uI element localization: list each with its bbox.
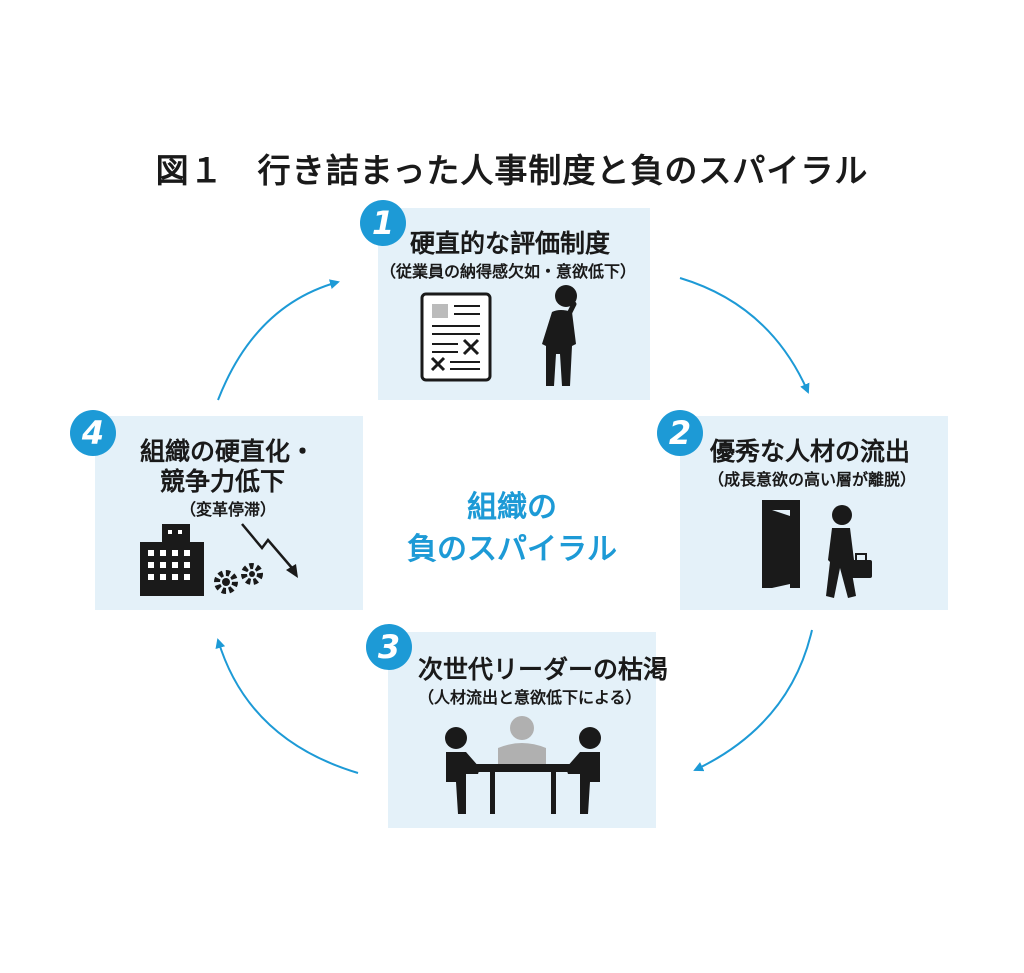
person-leaving-icon: [826, 505, 872, 598]
step-2-box: [680, 416, 948, 610]
arrow-3-to-4: [215, 638, 359, 774]
step-1-heading: 硬直的な評価制度: [410, 229, 611, 258]
step-2-number-badge: 2: [657, 410, 703, 456]
building-icon: [140, 524, 204, 596]
meeting-no-leader-icon: [445, 716, 601, 814]
step-4-subtext: （変革停滞）: [180, 500, 277, 519]
step-1-subtext: （従業員の納得感欠如・意欲低下）: [380, 262, 637, 281]
arrow-2-to-3: [693, 629, 813, 772]
arrow-4-to-1: [217, 279, 340, 401]
step-2-subtext: （成長意欲の高い層が離脱）: [708, 470, 917, 489]
step-4-number-badge: 4: [70, 410, 116, 456]
dejected-person-icon: [542, 285, 577, 386]
gears-icon: [214, 563, 263, 594]
center-label-line-1: 組織の: [467, 490, 557, 525]
step-3-subtext: （人材流出と意欲低下による）: [418, 688, 642, 707]
step-4-box: [95, 416, 363, 610]
declining-trend-arrow-icon: [241, 523, 298, 578]
step-4-heading-line-2: 競争力低下: [160, 467, 286, 496]
center-label-line-2: 負のスパイラル: [407, 532, 617, 567]
step-3-number-badge: 3: [366, 624, 412, 670]
door-exit-icon: [762, 500, 800, 588]
diagram-title: 図１ 行き詰まった人事制度と負のスパイラル: [155, 151, 869, 190]
step-1-number-badge: 1: [360, 200, 406, 246]
step-4-heading-line-1: 組織の硬直化・: [140, 437, 316, 466]
arrow-1-to-2: [679, 277, 810, 394]
step-2-heading: 優秀な人材の流出: [710, 437, 911, 466]
step-3-heading: 次世代リーダーの枯渇: [418, 655, 669, 684]
document-rejected-icon: [420, 292, 492, 382]
